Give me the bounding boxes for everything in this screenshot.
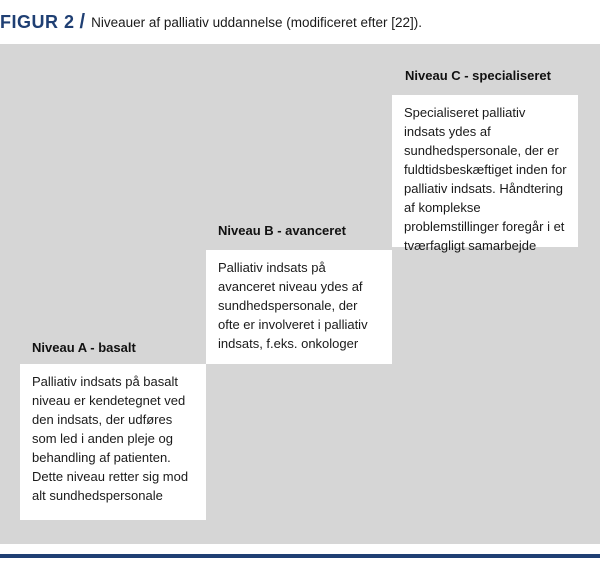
level-b-heading: Niveau B - avanceret bbox=[218, 223, 346, 238]
figure-header: FIGUR 2 / Niveauer af palliativ uddannel… bbox=[0, 10, 422, 34]
level-a-box: Palliativ indsats på basalt niveau er ke… bbox=[20, 364, 206, 520]
level-c-box: Specialiseret palliativ indsats ydes af … bbox=[392, 95, 578, 253]
level-c-heading: Niveau C - specialiseret bbox=[405, 68, 551, 83]
bottom-rule bbox=[0, 554, 600, 558]
level-b-description: Palliativ indsats på avanceret niveau yd… bbox=[218, 260, 368, 351]
level-a-heading: Niveau A - basalt bbox=[32, 340, 136, 355]
figure-separator: / bbox=[79, 10, 86, 33]
figure-label: FIGUR 2 bbox=[0, 11, 75, 32]
level-a-description: Palliativ indsats på basalt niveau er ke… bbox=[32, 374, 189, 503]
level-c-description: Specialiseret palliativ indsats ydes af … bbox=[404, 105, 567, 253]
level-b-box: Palliativ indsats på avanceret niveau yd… bbox=[206, 250, 392, 364]
figure-title: Niveauer af palliativ uddannelse (modifi… bbox=[91, 14, 422, 30]
